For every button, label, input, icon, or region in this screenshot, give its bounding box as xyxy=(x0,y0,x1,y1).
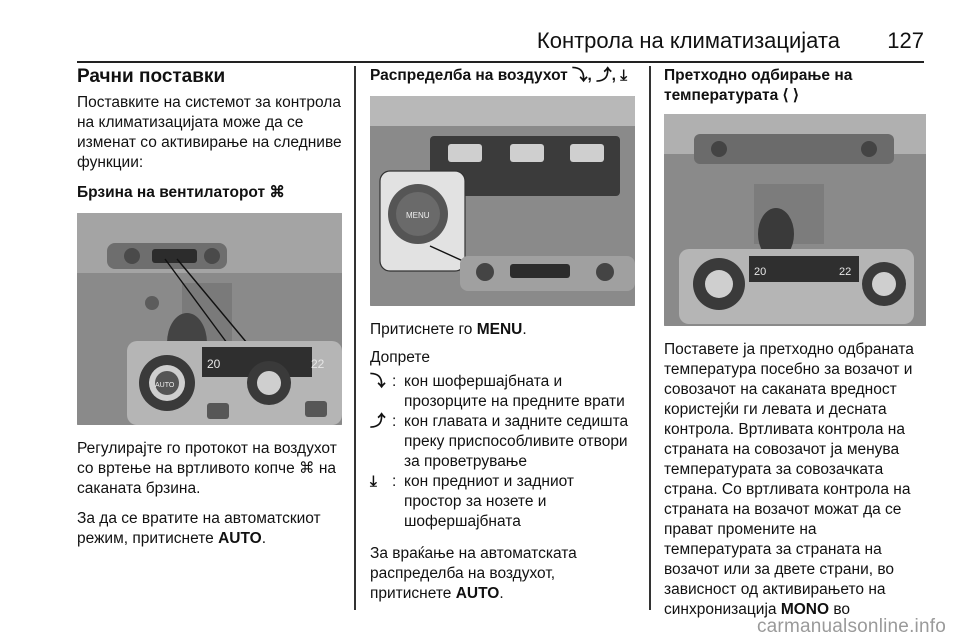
fan-speed-heading: Брзина на вентилаторот ⌘ xyxy=(77,184,285,201)
column-divider-2 xyxy=(649,66,651,610)
fig-temp-left: 20 xyxy=(754,266,766,278)
figure-fan-control: 20 22 AUTO xyxy=(77,213,342,425)
temperature-control-illustration: 20 22 xyxy=(664,114,926,326)
page-number: 127 xyxy=(887,28,924,53)
definition-windscreen: ⤵ : кон шофершајбната и прозорците на пр… xyxy=(370,372,635,412)
intro-paragraph: Поставките на системот за контрола на кл… xyxy=(77,94,342,171)
fig-temp-right: 22 xyxy=(311,357,325,371)
column-divider-1 xyxy=(354,66,356,610)
fan-paragraph-2: За да се вратите на автоматскиот режим, … xyxy=(77,510,321,547)
menu-keyword: MENU xyxy=(476,321,523,338)
footwell-airflow-icon: ⤓ xyxy=(370,473,377,490)
air-distribution-heading: Распределба на воздухот ⤵, ⤴, ⤓ xyxy=(370,67,628,84)
fig-temp-right: 22 xyxy=(839,266,851,278)
press-menu-paragraph: Притиснете го MENU. xyxy=(370,321,527,338)
mono-keyword: MONO xyxy=(780,601,830,618)
windscreen-airflow-icon: ⤵ xyxy=(370,373,386,390)
header-rule xyxy=(77,61,924,63)
fan-paragraph-1: Регулирајте го протокот на воздухот со в… xyxy=(77,440,337,497)
definition-text: кон шофершајбната и прозорците на предни… xyxy=(404,373,625,410)
fig-auto-label: AUTO xyxy=(155,382,175,389)
definition-text: кон главата и задните седишта преку прис… xyxy=(404,413,629,470)
page-header: Контрола на климатизацијата 127 xyxy=(0,24,960,63)
auto-keyword: AUTO xyxy=(218,530,262,547)
temperature-heading: Претходно одбирање на температурата ⟨ ⟩ xyxy=(664,67,853,104)
return-auto-paragraph: За враќање на автоматската распределба н… xyxy=(370,545,577,602)
head-airflow-icon: ⤴ xyxy=(370,413,386,430)
fig-menu-label: MENU xyxy=(406,211,430,220)
column-temperature-preselection: Претходно одбирање на температурата ⟨ ⟩ … xyxy=(664,66,926,620)
header-title: Контрола на климатизацијата xyxy=(536,28,840,53)
definition-footwell: ⤓ : кон предниот и задниот простор за но… xyxy=(370,472,635,532)
air-distribution-illustration: MENU xyxy=(370,96,635,306)
auto-keyword: AUTO xyxy=(455,585,500,602)
definition-head-area: ⤴ : кон главата и задните седишта преку … xyxy=(370,412,635,472)
section-heading-manual-settings: Рачни поставки xyxy=(77,66,226,87)
air-distribution-definitions: ⤵ : кон шофершајбната и прозорците на пр… xyxy=(370,372,635,532)
touch-label: Допрете xyxy=(370,349,430,366)
figure-temperature-control: 20 22 xyxy=(664,114,926,326)
figure-air-distribution: MENU xyxy=(370,96,635,306)
temperature-paragraph: Поставете ја претходно одбраната темпера… xyxy=(664,341,914,618)
fan-control-illustration: 20 22 AUTO xyxy=(77,213,342,425)
definition-text: кон предниот и задниот простор за нозете… xyxy=(404,473,575,530)
column-air-distribution: Распределба на воздухот ⤵, ⤴, ⤓ MENU При… xyxy=(370,66,635,604)
watermark: carmanualsonline.info xyxy=(756,616,946,637)
column-manual-settings: Рачни поставки Поставките на системот за… xyxy=(77,66,342,549)
fig-temp-left: 20 xyxy=(207,357,221,371)
